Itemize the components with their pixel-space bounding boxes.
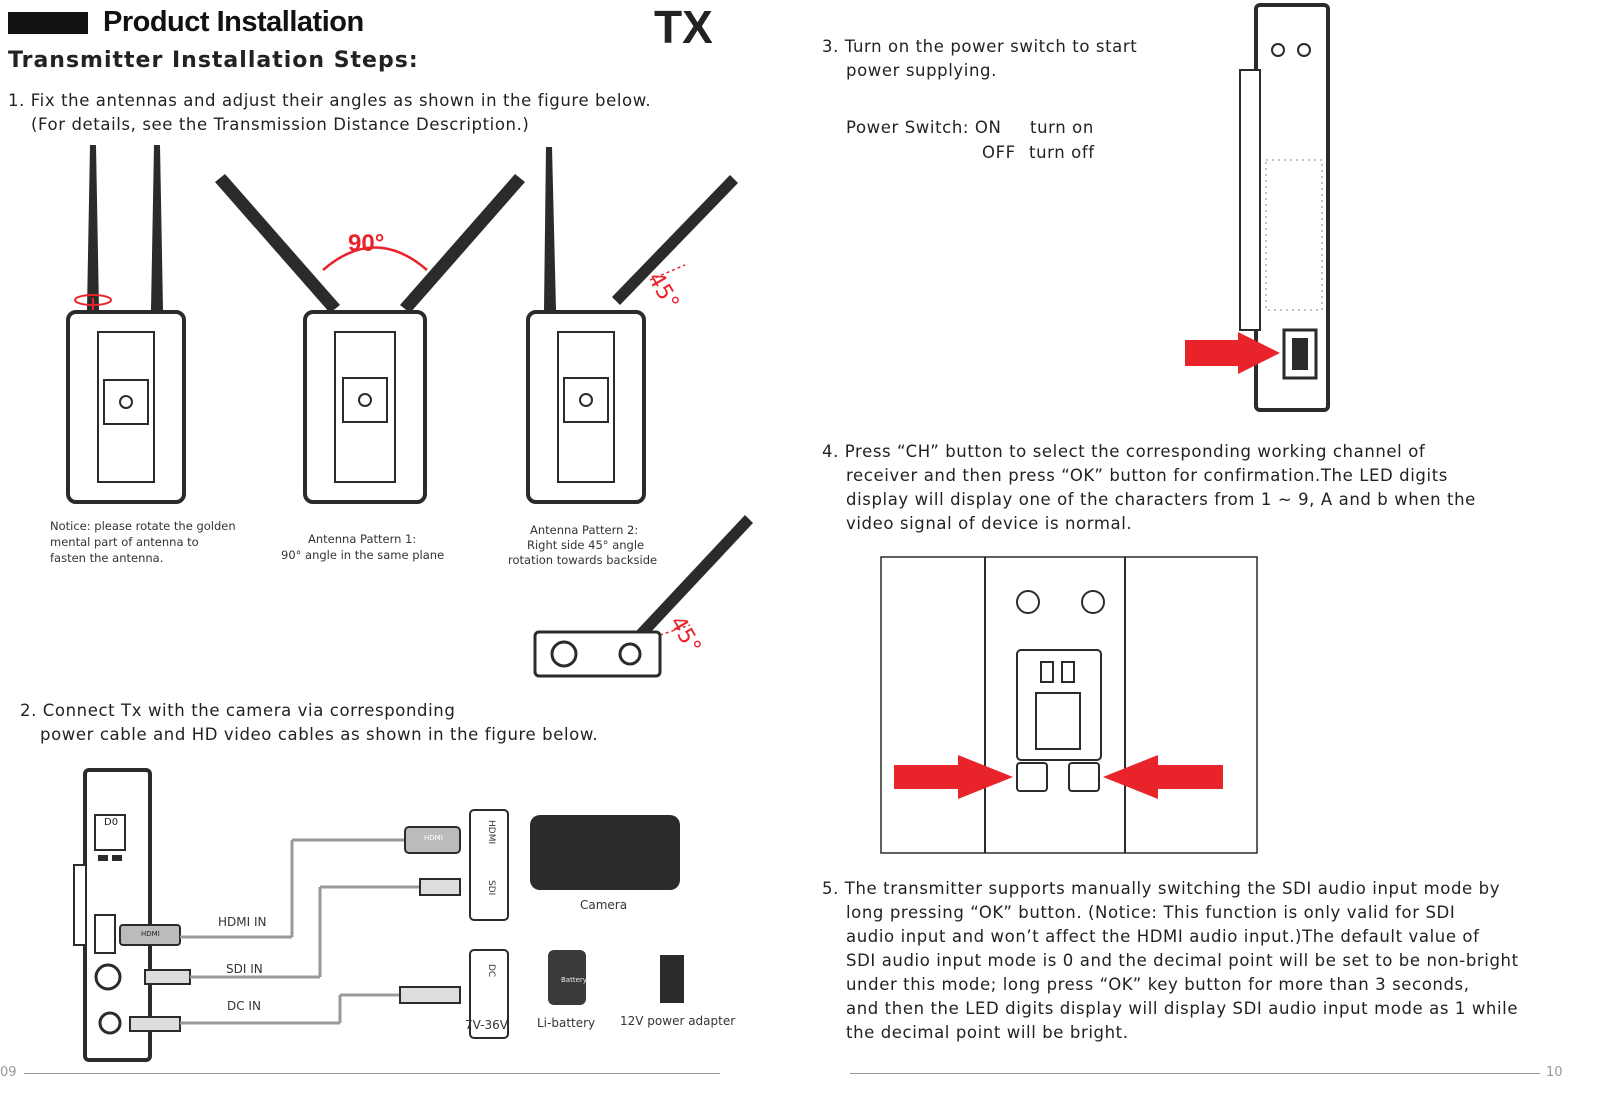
label-sdi-in: SDI IN <box>226 962 263 976</box>
connection-diagram <box>73 768 684 1062</box>
label-hdmi-in: HDMI IN <box>218 915 267 929</box>
step-1-text-2: (For details, see the Transmission Dista… <box>31 115 530 134</box>
sdi-port-label: SDI <box>486 880 496 896</box>
pattern-2-title: Antenna Pattern 2: <box>530 523 639 537</box>
title-bar-decoration <box>8 12 88 34</box>
antenna-figure-2 <box>215 174 525 504</box>
voltage-label: 7V-36V <box>465 1018 508 1032</box>
power-switch-label: Power Switch: ON <box>846 118 1002 137</box>
page-title: Product Installation <box>103 6 364 38</box>
li-battery-label: Li-battery <box>537 1016 596 1030</box>
step-5-text-5: under this mode; long press “OK” key but… <box>846 975 1470 994</box>
dc-port-label: DC <box>486 964 496 978</box>
power-off-desc: turn off <box>1029 143 1095 162</box>
footer-rule-right <box>850 1073 1540 1074</box>
footer-rule-left <box>24 1073 720 1074</box>
power-off-label: OFF <box>982 143 1016 162</box>
notice-line-2: mental part of antenna to <box>50 535 199 549</box>
step-5-text-3: audio input and won’t affect the HDMI au… <box>846 927 1480 946</box>
step-4-text-1: 4. Press “CH” button to select the corre… <box>822 442 1426 461</box>
antenna-figure-4-side <box>533 515 753 678</box>
pattern-1-desc: 90° angle in the same plane <box>281 548 445 562</box>
hdmi-port-label: HDMI <box>486 820 496 845</box>
antenna-figure-1 <box>66 145 186 504</box>
power-switch-figure <box>1185 3 1330 412</box>
step-4-text-3: display will display one of the characte… <box>846 490 1476 509</box>
camera-label: Camera <box>580 898 628 912</box>
angle-90-label: 90° <box>348 230 385 257</box>
pattern-2-desc-2: rotation towards backside <box>508 553 658 567</box>
antenna-figure-3 <box>526 147 738 504</box>
step-2-text-2: power cable and HD video cables as shown… <box>40 725 599 744</box>
step-5-text-2: long pressing “OK” button. (Notice: This… <box>846 903 1456 922</box>
step-4-text-2: receiver and then press “OK” button for … <box>846 466 1448 485</box>
step-5-text-6: and then the LED digits display will dis… <box>846 999 1519 1018</box>
adapter-label: 12V power adapter <box>620 1014 736 1028</box>
step-3-text: 3. Turn on the power switch to start <box>822 37 1138 56</box>
hdmi-plug-label: HDMI <box>424 834 443 842</box>
pattern-2-desc-1: Right side 45° angle <box>527 538 645 552</box>
hdmi-cable-label: HDMI <box>141 930 160 938</box>
step-5-text-7: the decimal point will be bright. <box>846 1023 1129 1042</box>
step-5-text-1: 5. The transmitter supports manually swi… <box>822 879 1501 898</box>
battery-text: Battery <box>561 976 587 984</box>
power-on-desc: turn on <box>1030 118 1094 137</box>
step-2-text: 2. Connect Tx with the camera via corres… <box>20 701 456 720</box>
pattern-1-title: Antenna Pattern 1: <box>308 532 417 546</box>
step-5-text-4: SDI audio input mode is 0 and the decima… <box>846 951 1519 970</box>
page-number-right: 10 <box>1546 1065 1563 1080</box>
tx-badge: TX <box>654 1 713 53</box>
step-1-text: 1. Fix the antennas and adjust their ang… <box>8 91 652 110</box>
label-dc-in: DC IN <box>227 999 261 1013</box>
page-number-left: 09 <box>0 1065 17 1080</box>
notice-line-3: fasten the antenna. <box>50 551 164 565</box>
section-subtitle: Transmitter Installation Steps: <box>8 48 419 73</box>
step-4-text-4: video signal of device is normal. <box>846 514 1133 533</box>
button-closeup-figure <box>880 556 1258 854</box>
step-3-text-2: power supplying. <box>846 61 997 80</box>
notice-line-1: Notice: please rotate the golden <box>50 519 236 533</box>
tx-display-digits: D0 <box>104 817 119 828</box>
